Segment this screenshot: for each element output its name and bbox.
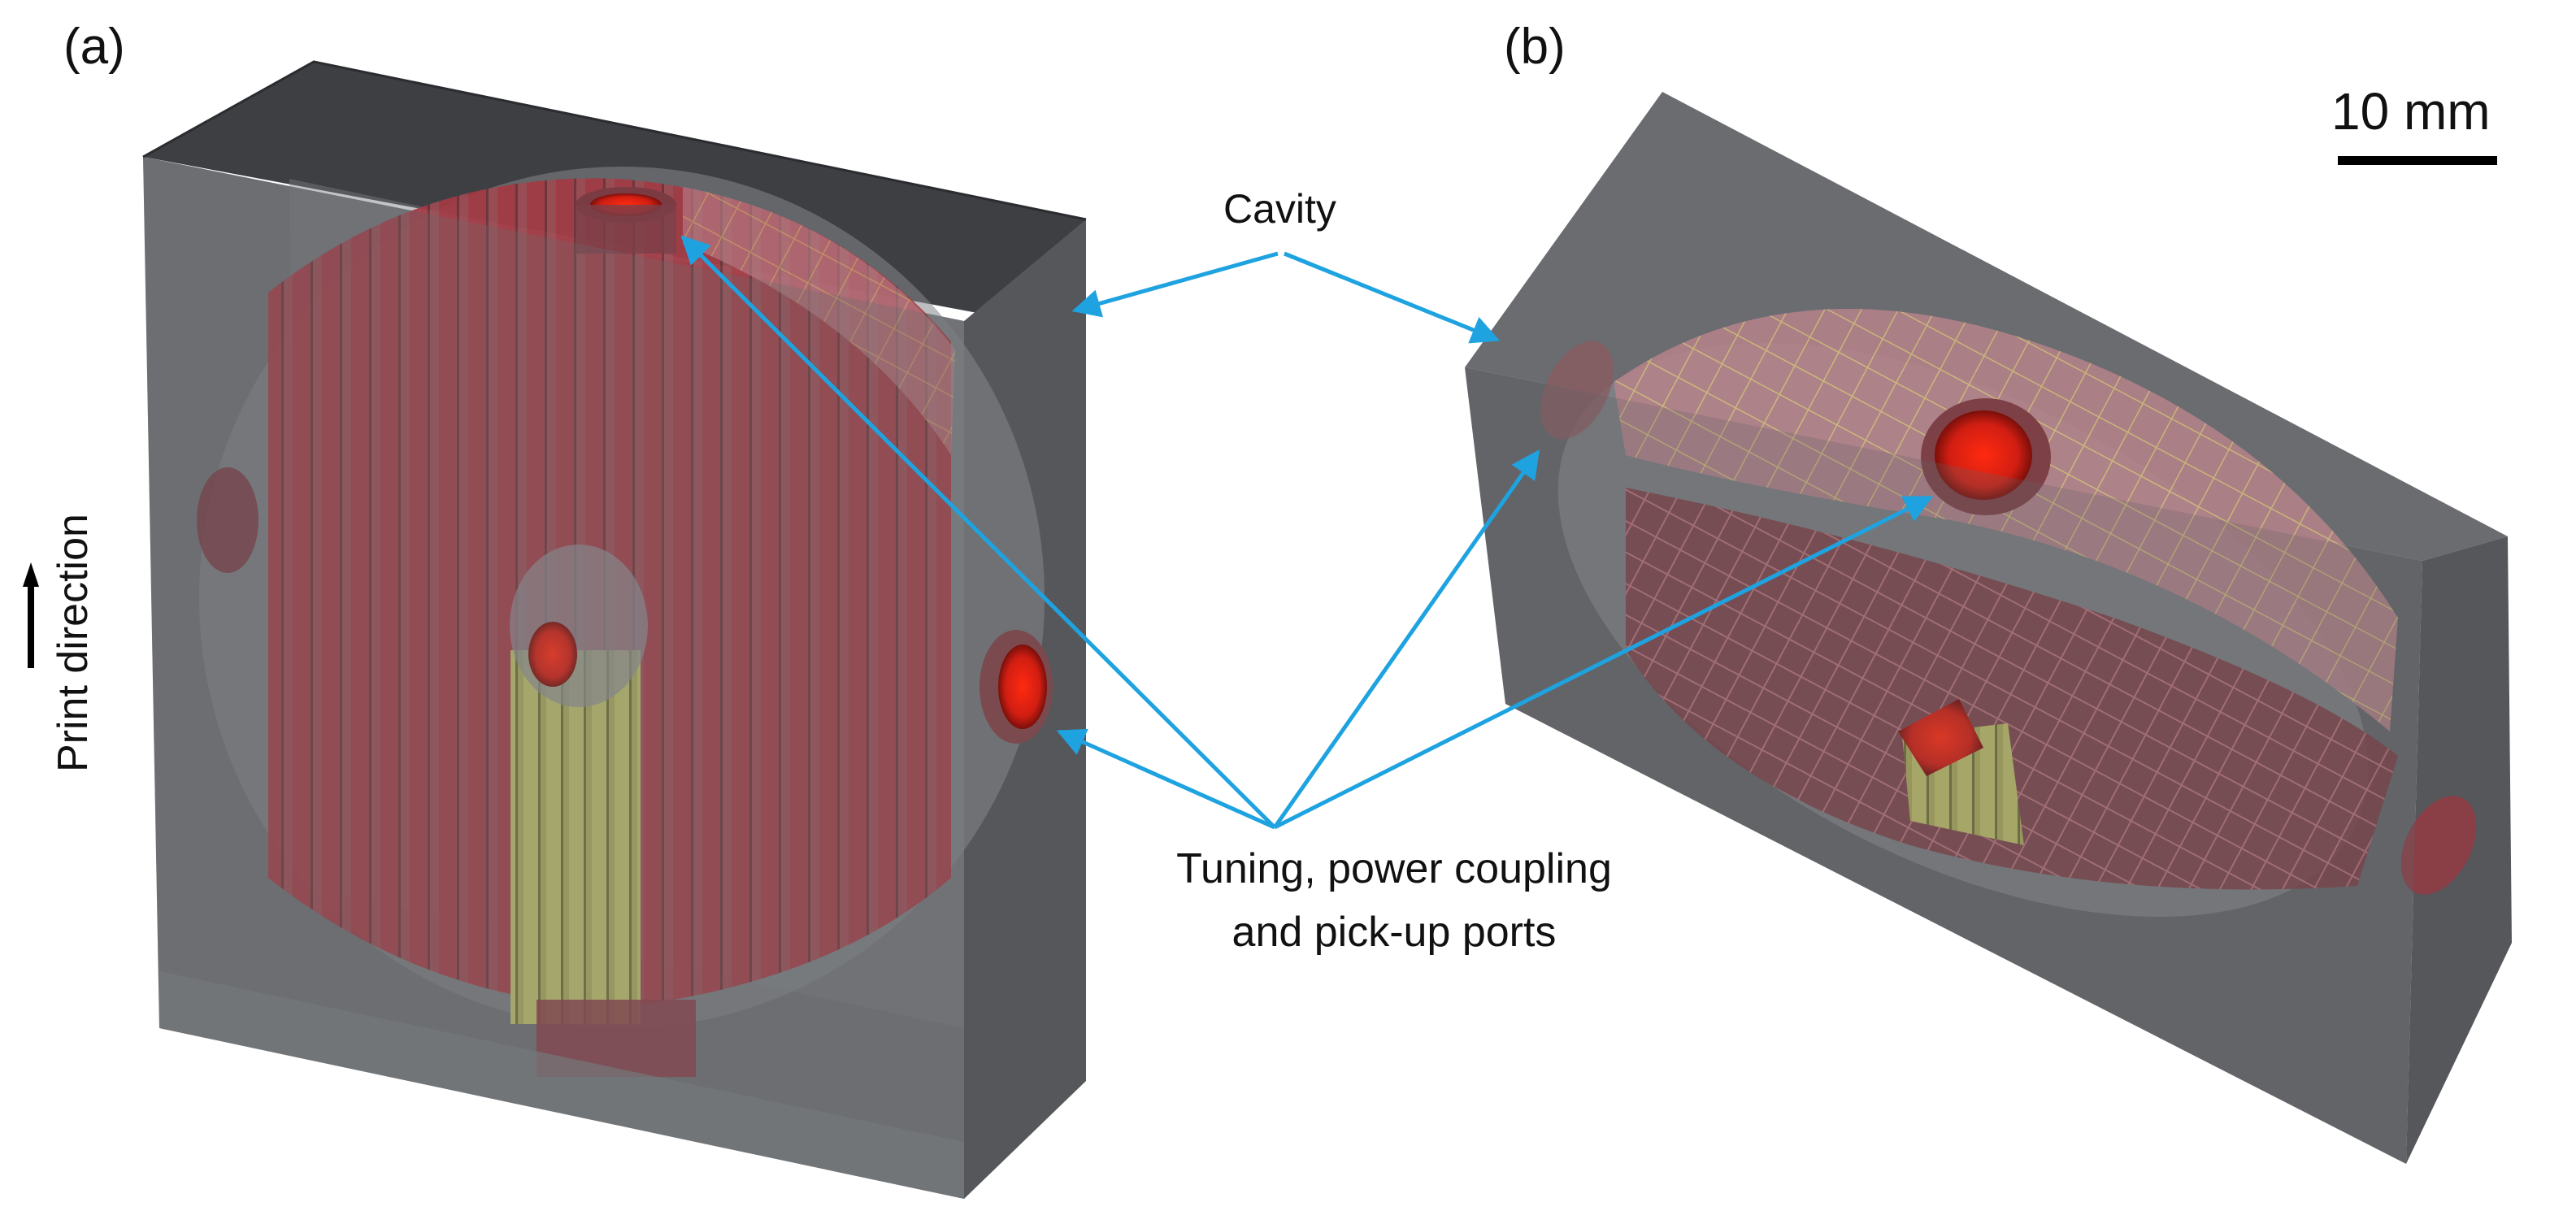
scale-bar [2338, 156, 2497, 165]
print-direction-label: Print direction [50, 514, 97, 772]
panel-b-label: (b) [1504, 19, 1566, 75]
port-arrow-top-a [680, 235, 1276, 829]
ports-label: Tuning, power coupling and pick-up ports [1134, 837, 1654, 964]
panel-b-model [1465, 92, 2512, 1164]
print-direction-arrow-icon [23, 562, 39, 668]
port-arrow-left-b [1272, 449, 1540, 829]
port-arrow-top-b [1273, 495, 1934, 830]
panel-a-model [142, 60, 1087, 1199]
panel-a-label: (a) [63, 19, 125, 75]
cavity-arrow-b [1284, 251, 1501, 344]
port-arrow-right-a [1056, 728, 1276, 830]
annotation-arrows [680, 235, 1934, 830]
ports-label-line1: Tuning, power coupling [1176, 845, 1612, 892]
scale-bar-label: 10 mm [2331, 82, 2491, 141]
cavity-label: Cavity [1223, 186, 1336, 232]
ports-label-line2: and pick-up ports [1232, 909, 1557, 956]
cavity-arrow-a [1071, 251, 1279, 318]
